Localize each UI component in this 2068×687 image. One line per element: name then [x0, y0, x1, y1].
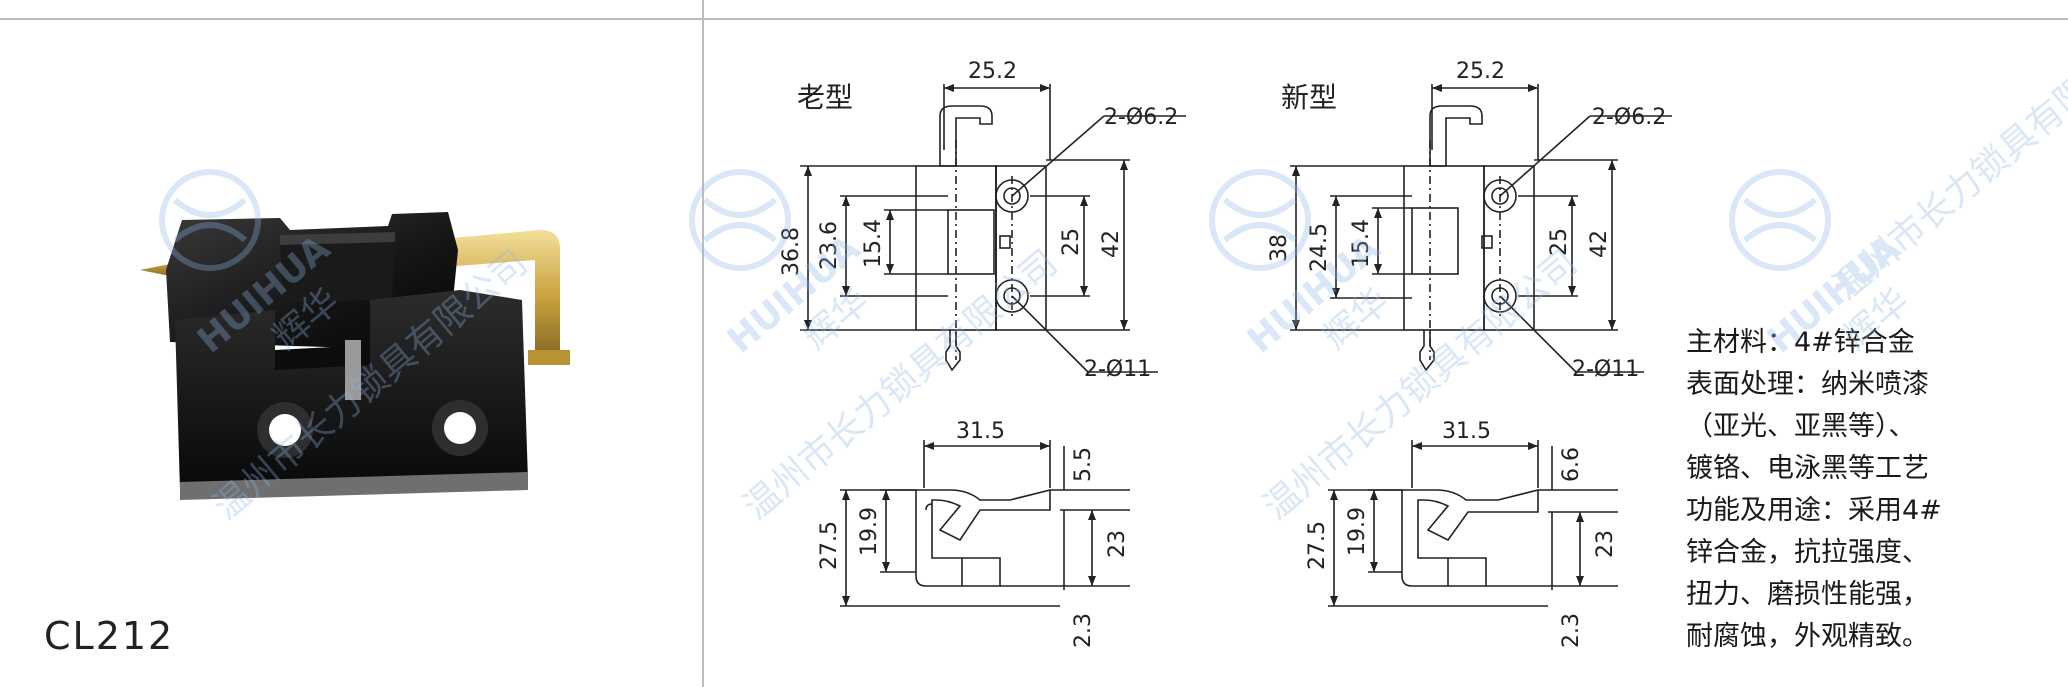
spec-line: 镀铬、电泳黑等工艺 — [1686, 453, 1929, 484]
old-height-outer: 36.8 — [779, 227, 804, 276]
old-type-title: 老型 — [797, 81, 854, 114]
model-number: CL212 — [44, 614, 175, 658]
new-side-h1: 27.5 — [1305, 521, 1330, 570]
old-height-inner: 15.4 — [861, 219, 886, 268]
spec-line: 主材料：4#锌合金 — [1686, 327, 1915, 358]
new-type-title: 新型 — [1281, 81, 1338, 114]
new-top-width: 25.2 — [1456, 59, 1505, 84]
new-side-width: 31.5 — [1442, 419, 1491, 444]
old-side-h3: 23 — [1105, 530, 1130, 558]
spec-text: 主材料：4#锌合金 表面处理：纳米喷漆 （亚光、亚黑等）、 镀铬、电泳黑等工艺 … — [1686, 322, 2016, 658]
old-height-mid: 23.6 — [817, 221, 842, 270]
old-side-h1: 27.5 — [817, 521, 842, 570]
spec-line: 功能及用途：采用4# — [1686, 495, 1942, 526]
new-height-outer: 38 — [1267, 234, 1292, 262]
old-side-bottom: 2.3 — [1071, 613, 1096, 648]
spec-line: 耐腐蚀，外观精致。 — [1686, 621, 1929, 652]
old-side-view — [840, 440, 1130, 607]
spec-line: 锌合金，抗拉强度、 — [1686, 537, 1929, 568]
new-hole-large: 2-Ø11 — [1572, 357, 1639, 382]
old-side-top: 5.5 — [1071, 447, 1096, 482]
new-pitch: 25 — [1547, 228, 1572, 256]
panel-divider — [702, 0, 704, 687]
old-height-total: 42 — [1099, 230, 1124, 258]
old-hole-large: 2-Ø11 — [1084, 357, 1151, 382]
top-rule — [0, 18, 2068, 20]
new-height-total: 42 — [1587, 230, 1612, 258]
spec-line: 表面处理：纳米喷漆 — [1686, 369, 1929, 400]
old-pitch: 25 — [1059, 228, 1084, 256]
old-side-width: 31.5 — [956, 419, 1005, 444]
old-top-width: 25.2 — [968, 59, 1017, 84]
new-hole-small: 2-Ø6.2 — [1592, 105, 1666, 130]
new-height-mid: 24.5 — [1307, 223, 1332, 272]
spec-line: 扭力、磨损性能强， — [1686, 579, 1929, 610]
old-hole-small: 2-Ø6.2 — [1104, 105, 1178, 130]
new-side-h2: 19.9 — [1345, 507, 1370, 556]
old-side-h2: 19.9 — [857, 507, 882, 556]
new-height-inner: 15.4 — [1349, 219, 1374, 268]
spec-line: （亚光、亚黑等）、 — [1686, 411, 1916, 442]
new-side-h3: 23 — [1593, 530, 1618, 558]
old-front-view — [800, 84, 1186, 373]
new-side-view — [1328, 440, 1618, 607]
hinge-photo — [140, 212, 570, 500]
new-side-top: 6.6 — [1559, 447, 1584, 482]
new-side-bottom: 2.3 — [1559, 613, 1584, 648]
new-front-view — [1290, 84, 1672, 373]
